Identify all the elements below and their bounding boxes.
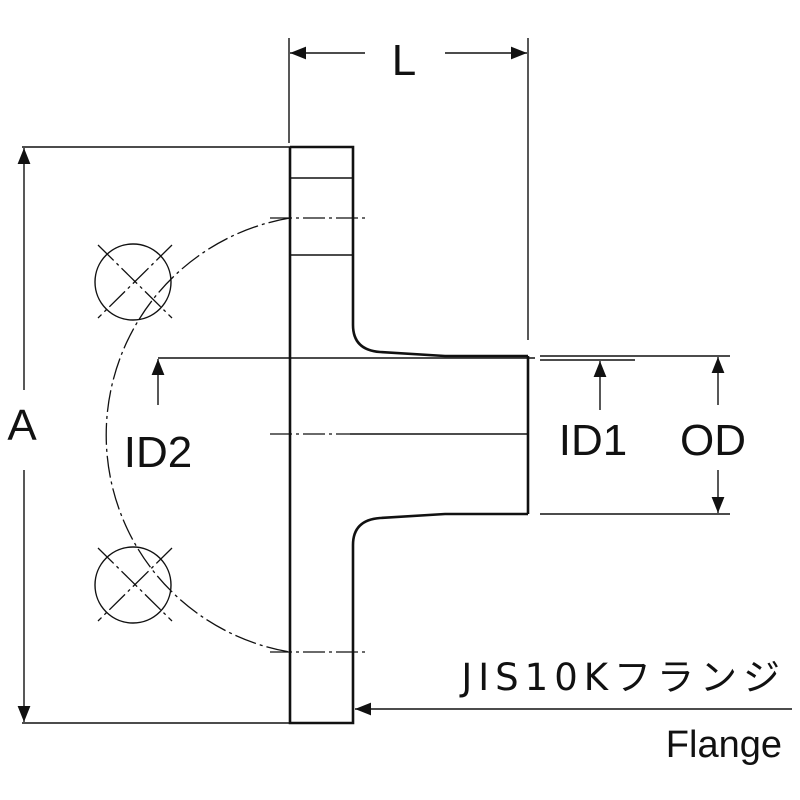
flange-callout: JIS10Kフランジ Flange (355, 656, 792, 766)
bolt-circle-arc (105, 217, 291, 653)
flange-label-english: Flange (666, 724, 782, 766)
bolt-hole-lower (94, 546, 173, 624)
dimension-od-label: OD (680, 416, 746, 465)
bolt-hole-upper (94, 243, 173, 321)
dimension-id1: ID1 (540, 359, 635, 465)
flange-label-japanese: JIS10Kフランジ (459, 656, 786, 699)
dimension-a: A (7, 146, 290, 724)
dimension-a-label: A (7, 401, 37, 450)
dimension-l: L (288, 36, 529, 340)
dimension-od: OD (540, 355, 746, 515)
dimension-id2: ID2 (124, 359, 192, 477)
flange-plate (288, 145, 528, 725)
dimension-id2-label: ID2 (124, 428, 192, 477)
dimension-id1-label: ID1 (559, 416, 627, 465)
dimension-l-label: L (392, 36, 416, 85)
pipe-neck (158, 356, 535, 514)
